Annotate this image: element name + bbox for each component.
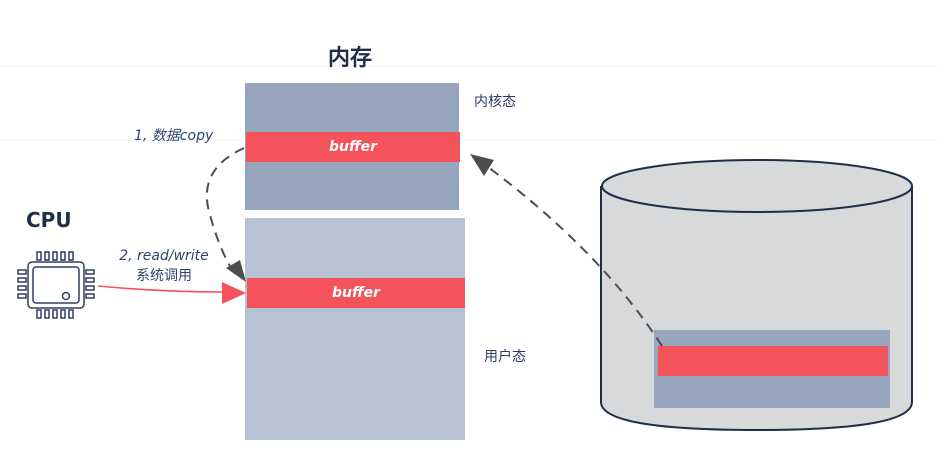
data-copy-label: 1, 数据copy	[134, 128, 214, 144]
syscall-arrow	[97, 285, 227, 293]
file-data-buffer	[658, 346, 888, 376]
disk-read-arrowhead	[470, 154, 494, 176]
kernel-buffer: buffer	[246, 132, 460, 162]
user-memory-block	[245, 218, 465, 440]
memory-title: 内存	[328, 46, 373, 71]
cpu-chip-icon	[17, 251, 95, 319]
syscall-label-line1: 2, read/write	[119, 248, 209, 264]
user-buffer: buffer	[247, 278, 465, 308]
copy-arrow	[205, 147, 245, 279]
disk-read-arrow	[483, 163, 663, 347]
syscall-label: 2, read/write 系统调用	[112, 246, 216, 286]
kernel-space-label: 内核态	[474, 94, 516, 110]
copy-arrowhead	[226, 260, 246, 282]
syscall-arrowhead	[222, 282, 246, 304]
user-space-label: 用户态	[484, 349, 526, 365]
cpu-title: CPU	[26, 208, 72, 232]
syscall-label-line2: 系统调用	[136, 268, 192, 284]
